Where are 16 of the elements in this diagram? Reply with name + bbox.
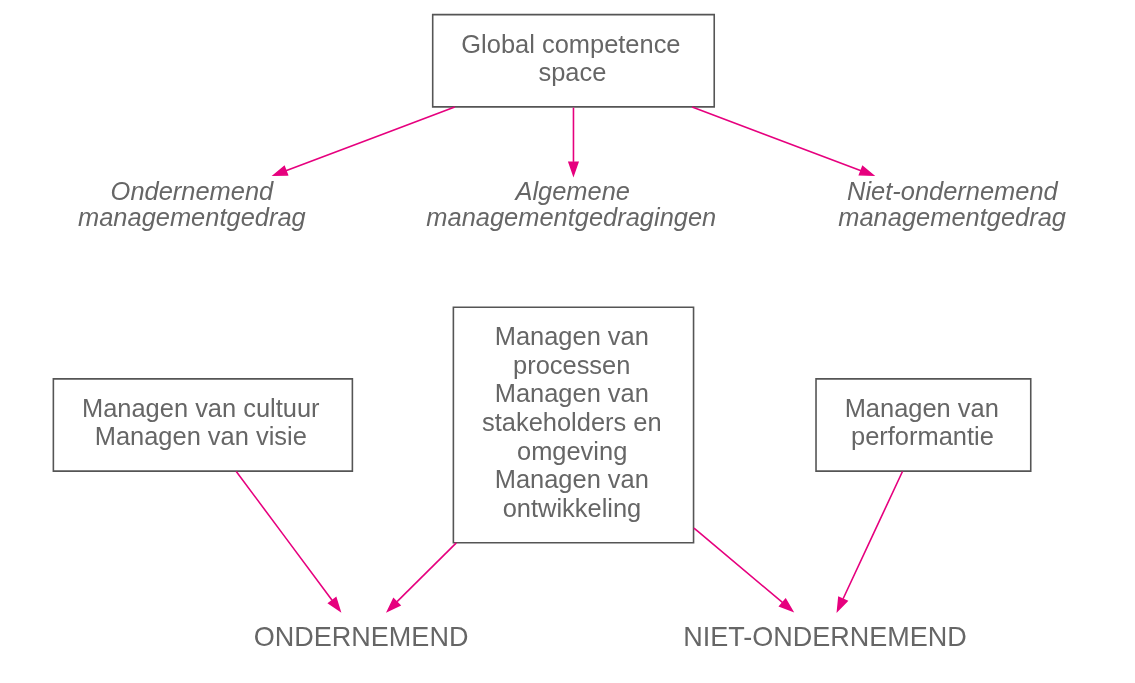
node-text: Algemene managementgedragingen: [426, 177, 717, 231]
arrow: [567, 106, 580, 178]
node-box: Global competence space: [431, 13, 716, 108]
node-text: Niet-ondernemend managementgedrag: [838, 177, 1066, 231]
node-box: Managen van performantie: [815, 378, 1032, 472]
node-text: NIET-ONDERNEMEND: [683, 622, 967, 653]
node-box: Managen van cultuur Managen van visie: [52, 378, 354, 472]
node-text: Ondernemend managementgedrag: [78, 177, 306, 231]
arrow: [836, 470, 904, 613]
node-text: ONDERNEMEND: [253, 622, 469, 653]
arrow: [235, 470, 342, 613]
node-box: Managen van processen Managen van stakeholders en omgeving Managen van ontwikkeling: [452, 306, 695, 544]
arrow: [691, 106, 876, 176]
arrow: [386, 542, 458, 613]
arrow: [693, 527, 795, 613]
arrow: [271, 106, 456, 176]
